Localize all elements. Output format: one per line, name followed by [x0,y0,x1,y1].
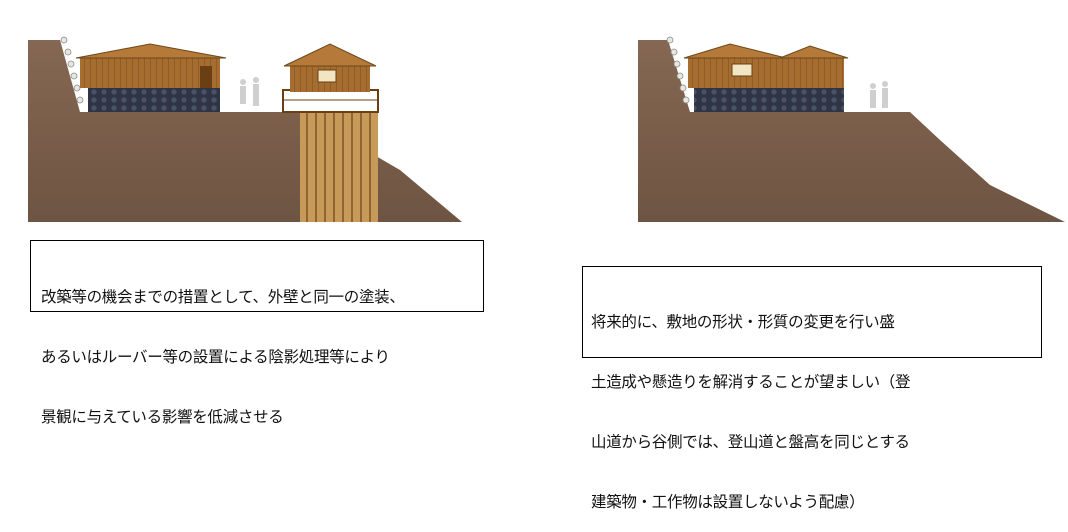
scene-right-illustration [638,0,1065,222]
building-right [683,43,849,112]
caption-right-line-4: 建築物・工作物は設置しないよう配慮） [591,493,865,511]
building-left-1 [75,43,227,112]
caption-right-line-3: 山道から谷側では、登山道と盤高を同じとする [591,433,910,451]
caption-left-line-2: あるいはルーバー等の設置による陰影処理等により [41,348,390,366]
building-left-2 [282,43,379,222]
caption-right-line-2: 土造成や懸造りを解消することが望ましい（登 [591,373,911,391]
person-figures [870,81,888,108]
ground-slope [638,0,1065,222]
scene-left-illustration [28,0,462,222]
caption-left-line-3: 景観に与えている影響を低減させる [41,408,284,426]
rock-wall [666,36,690,104]
caption-right: 将来的に、敷地の形状・形質の変更を行い盛 土造成や懸造りを解消することが望ましい… [582,266,1042,511]
person-figures [240,77,259,106]
caption-right-line-1: 将来的に、敷地の形状・形質の変更を行い盛 [591,313,895,331]
caption-left: 改築等の機会までの措置として、外壁と同一の塗装、 あるいはルーバー等の設置による… [30,240,484,426]
caption-left-line-1: 改築等の機会までの措置として、外壁と同一の塗装、 [41,288,405,306]
rock-wall [60,36,84,104]
